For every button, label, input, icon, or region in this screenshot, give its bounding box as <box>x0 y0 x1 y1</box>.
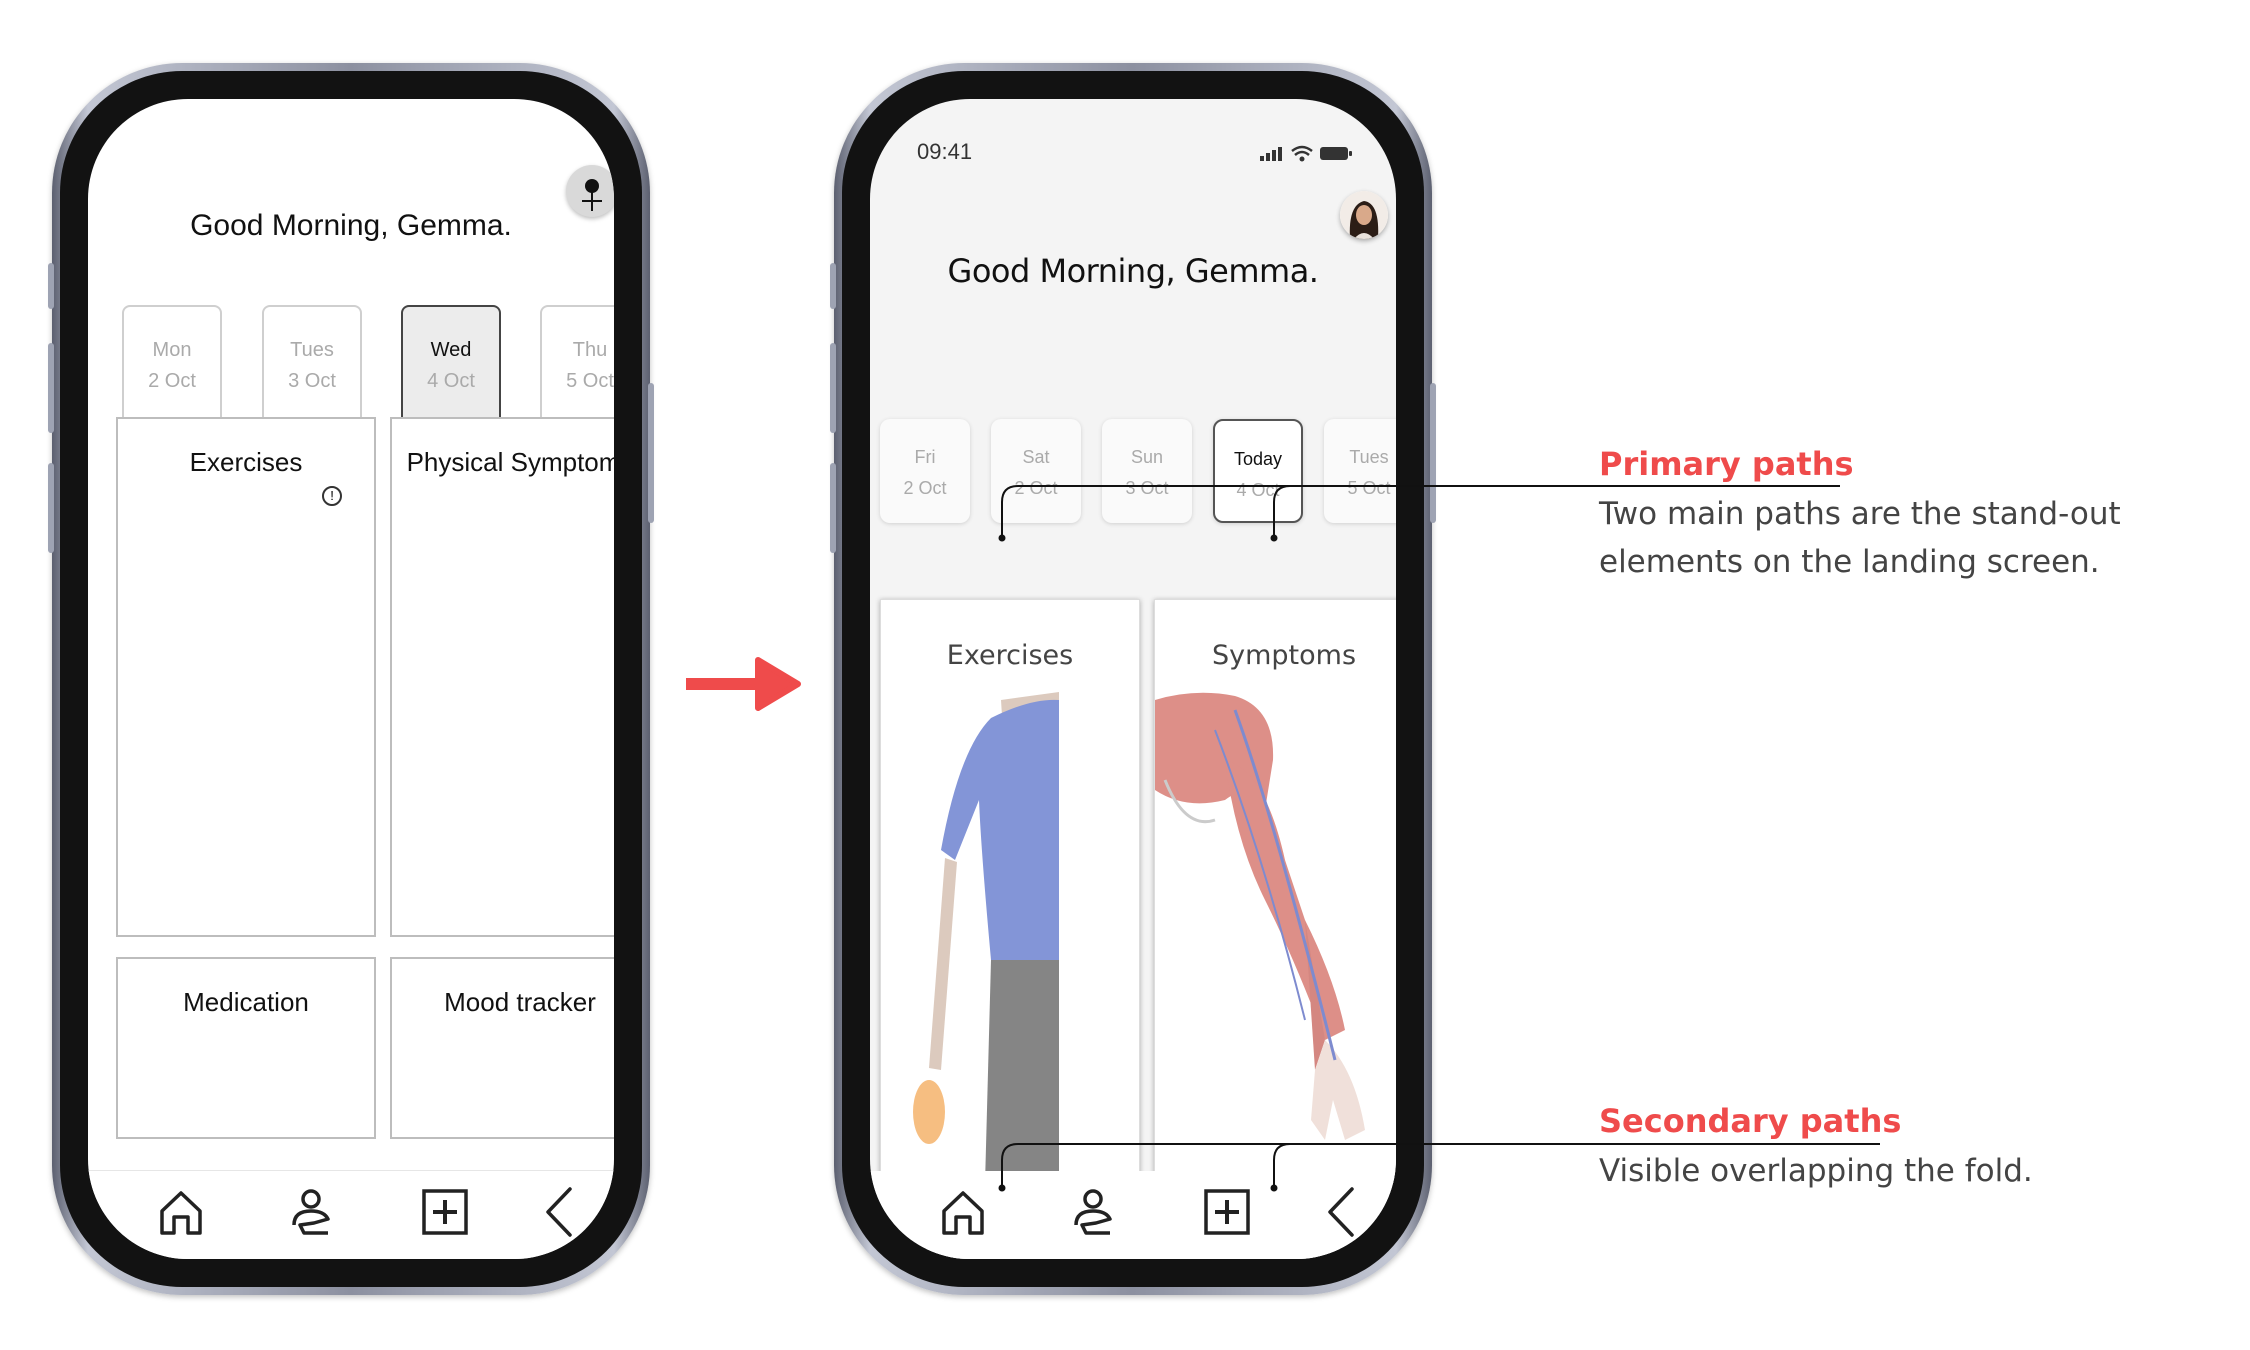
bottom-nav <box>88 1170 614 1259</box>
day-name: Tues <box>290 339 334 361</box>
day-name: Wed <box>430 339 472 361</box>
day-name: Thu <box>572 339 608 361</box>
tile-label: Mood tracker <box>444 987 596 1017</box>
mute-switch <box>48 263 54 309</box>
day-date: 2 Oct <box>148 370 196 392</box>
volume-up-button <box>830 343 836 433</box>
day-card-tues[interactable]: Tues 3 Oct <box>262 305 362 431</box>
day-date: 2 Oct <box>1014 478 1058 498</box>
day-name: Tues <box>1349 447 1389 467</box>
day-card-tues[interactable]: Tues 5 Oct <box>1324 419 1396 523</box>
day-name: Fri <box>914 447 936 467</box>
back-icon[interactable] <box>1316 1185 1370 1239</box>
day-date: 5 Oct <box>1347 478 1391 498</box>
secondary-paths-title: Secondary paths <box>1599 1102 1902 1140</box>
page-title: Good Morning, Gemma. <box>190 209 512 242</box>
pin-icon <box>582 179 602 211</box>
hifi-phone: 09:41 <box>830 63 1436 1295</box>
day-name: Today <box>1233 449 1283 469</box>
tile-label: Medication <box>183 987 309 1017</box>
page-title: Good Morning, Gemma. <box>947 252 1319 290</box>
profile-icon[interactable] <box>284 1185 338 1239</box>
primary-paths-description: Two main paths are the stand-out element… <box>1599 496 2121 580</box>
avatar[interactable] <box>566 165 614 217</box>
day-date: 3 Oct <box>288 370 336 392</box>
phone-bezel: 09:41 <box>842 71 1424 1287</box>
user-photo <box>1340 191 1388 239</box>
volume-up-button <box>48 343 54 433</box>
primary-paths-title: Primary paths <box>1599 445 1854 483</box>
profile-icon[interactable] <box>1066 1185 1120 1239</box>
day-card-thu[interactable]: Thu 5 Oct <box>540 305 614 431</box>
day-card-sat[interactable]: Sat 2 Oct <box>991 419 1081 523</box>
exercise-figure-image <box>913 692 1059 1182</box>
day-date: 5 Oct <box>566 370 614 392</box>
signal-icon <box>1260 147 1282 161</box>
phone-bezel: Good Morning, Gemma. Mon 2 Oct Tues 3 Oc… <box>60 71 642 1287</box>
info-icon[interactable]: ! <box>322 486 342 506</box>
power-button <box>1430 383 1436 523</box>
bottom-nav <box>870 1171 1396 1259</box>
status-time: 09:41 <box>917 139 973 164</box>
battery-icon <box>1320 147 1352 160</box>
day-date: 4 Oct <box>427 370 475 392</box>
volume-down-button <box>830 463 836 553</box>
wireframe-phone: Good Morning, Gemma. Mon 2 Oct Tues 3 Oc… <box>48 63 654 1295</box>
medication-tile[interactable]: Medication <box>116 957 376 1139</box>
tile-label: Symptoms <box>1211 640 1357 671</box>
home-icon[interactable] <box>154 1185 208 1239</box>
anatomy-arm-image <box>1155 692 1365 1140</box>
transition-arrow-icon <box>686 657 801 711</box>
avatar[interactable] <box>1340 191 1388 239</box>
home-icon[interactable] <box>936 1185 990 1239</box>
wifi-icon <box>1291 145 1313 162</box>
day-card-today[interactable]: Today 4 Oct <box>1213 419 1303 523</box>
secondary-paths-description: Visible overlapping the fold. <box>1599 1153 2033 1189</box>
day-date: 4 Oct <box>1236 480 1280 500</box>
day-date: 2 Oct <box>903 478 947 498</box>
back-icon[interactable] <box>534 1185 588 1239</box>
exercises-tile[interactable]: Exercises <box>880 599 1140 1183</box>
mute-switch <box>830 263 836 309</box>
tile-label: Physical Symptoms <box>406 447 614 477</box>
day-card-wed[interactable]: Wed 4 Oct <box>401 305 501 431</box>
day-name: Sat <box>1022 447 1050 467</box>
day-name: Mon <box>152 339 192 361</box>
status-icons <box>1260 145 1352 162</box>
power-button <box>648 383 654 523</box>
add-icon[interactable] <box>1200 1185 1254 1239</box>
add-icon[interactable] <box>418 1185 472 1239</box>
hifi-screen: 09:41 <box>870 99 1396 1259</box>
symptoms-tile[interactable]: Symptoms <box>1154 599 1396 1183</box>
day-card-sun[interactable]: Sun 3 Oct <box>1102 419 1192 523</box>
tile-label: Exercises <box>946 640 1074 671</box>
physical-symptoms-tile[interactable]: Physical Symptoms <box>390 417 614 937</box>
volume-down-button <box>48 463 54 553</box>
day-card-mon[interactable]: Mon 2 Oct <box>122 305 222 431</box>
day-date: 3 Oct <box>1125 478 1169 498</box>
tile-label: Exercises <box>189 447 303 477</box>
day-card-fri[interactable]: Fri 2 Oct <box>880 419 970 523</box>
mood-tracker-tile[interactable]: Mood tracker <box>390 957 614 1139</box>
wireframe-screen: Good Morning, Gemma. Mon 2 Oct Tues 3 Oc… <box>88 99 614 1259</box>
day-name: Sun <box>1130 447 1164 467</box>
